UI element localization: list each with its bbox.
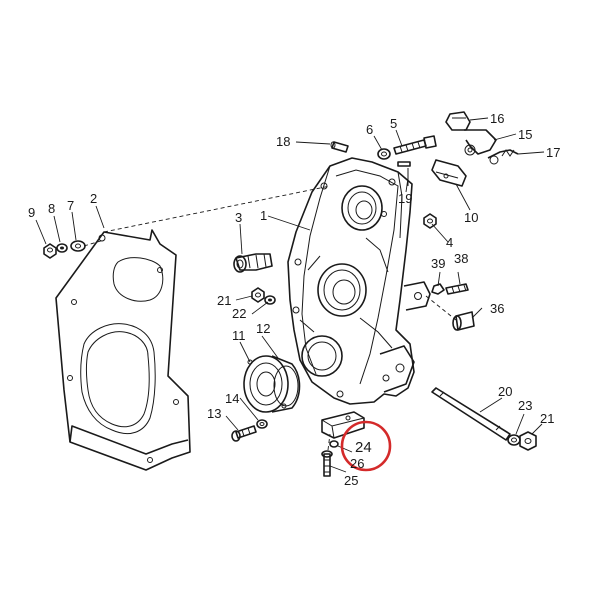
callout-9: 9 (28, 205, 35, 220)
washer-22 (264, 295, 276, 305)
callout-3: 3 (235, 210, 242, 225)
washer-6 (377, 148, 391, 160)
nut-21-left (251, 287, 265, 303)
lever-15 (464, 129, 497, 156)
washer-14 (256, 419, 268, 429)
callout-2: 2 (90, 191, 97, 206)
washer-26 (329, 440, 339, 448)
lock-washer-8 (56, 243, 68, 253)
callout-21-right: 21 (540, 411, 554, 426)
callout-12: 12 (256, 321, 270, 336)
pin-18 (330, 141, 349, 153)
gasket-plate (55, 229, 191, 471)
washer-7 (70, 240, 86, 252)
callout-36: 36 (490, 301, 504, 316)
highlight-circle (340, 420, 392, 472)
main-housing (287, 157, 431, 405)
callout-38: 38 (454, 251, 468, 266)
callout-6: 6 (366, 122, 373, 137)
shaft-20 (431, 387, 511, 441)
callout-25: 25 (344, 473, 358, 488)
callout-16: 16 (490, 111, 504, 126)
callout-22: 22 (232, 306, 246, 321)
callout-8: 8 (48, 201, 55, 216)
screw-25 (321, 450, 333, 477)
block-10 (431, 159, 467, 187)
bolt-5 (393, 135, 437, 155)
callout-23: 23 (518, 398, 532, 413)
callout-18: 18 (276, 134, 290, 149)
callout-5: 5 (390, 116, 397, 131)
callout-24-highlighted: 24 (355, 439, 372, 456)
nut-21-right (519, 431, 537, 451)
callout-10: 10 (464, 210, 478, 225)
callout-39: 39 (431, 256, 445, 271)
callout-labels: 1 2 3 4 5 6 7 8 9 10 11 12 13 14 15 16 1… (28, 111, 560, 488)
spacer-36 (452, 311, 475, 331)
callout-19: 19 (398, 191, 412, 206)
callout-26: 26 (350, 456, 364, 471)
leader-lines (35, 117, 545, 473)
callout-21-left: 21 (217, 293, 231, 308)
callout-14: 14 (225, 391, 239, 406)
nut-4 (423, 213, 437, 229)
callout-11: 11 (232, 328, 246, 343)
bracket-24 (321, 411, 365, 439)
ring-12 (271, 355, 301, 413)
callout-15: 15 (518, 127, 532, 142)
nut-9 (43, 243, 57, 259)
pin-19 (397, 161, 411, 186)
callout-13: 13 (207, 406, 221, 421)
block-16 (445, 111, 471, 131)
bolt-38 (445, 283, 469, 295)
callout-7: 7 (67, 198, 74, 213)
nut-39 (431, 283, 445, 295)
spring-17 (487, 149, 519, 165)
sleeve-3 (233, 253, 273, 273)
seal-cover-11 (243, 355, 289, 413)
bolt-13 (231, 425, 257, 442)
callout-1: 1 (260, 208, 267, 223)
callout-20: 20 (498, 384, 512, 399)
callout-4: 4 (446, 235, 453, 250)
callout-17: 17 (546, 145, 560, 160)
washer-23 (507, 434, 521, 446)
